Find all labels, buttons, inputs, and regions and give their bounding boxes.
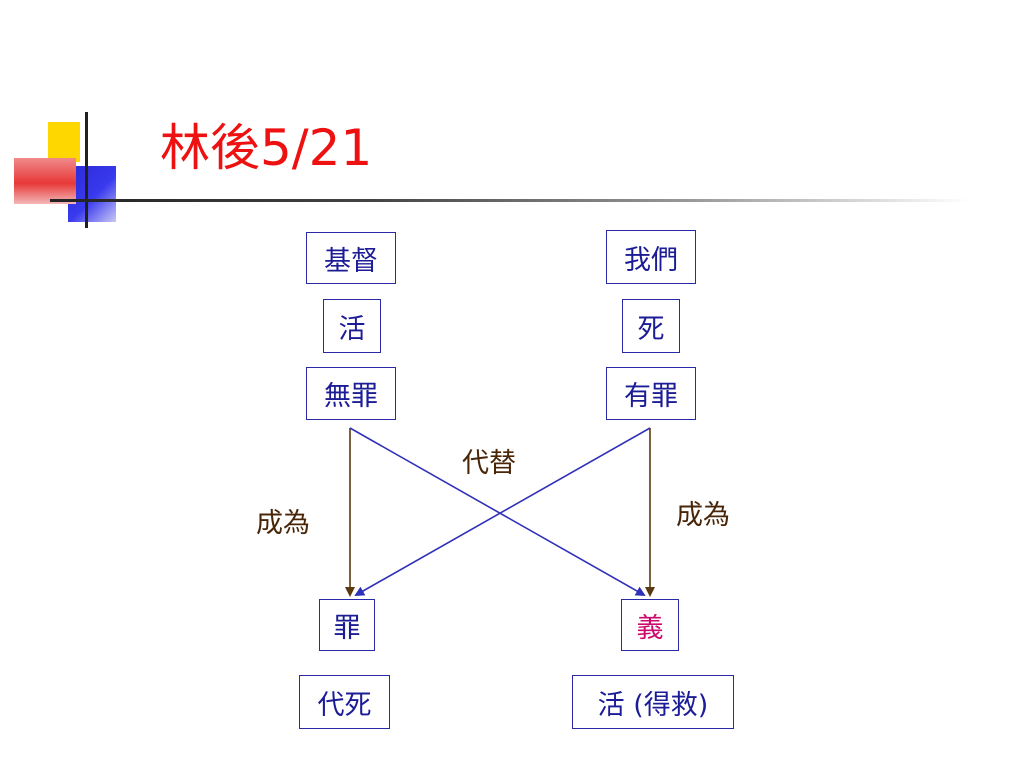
blue-square-decoration bbox=[68, 166, 116, 222]
box-alive: 活 bbox=[323, 299, 381, 353]
label-left-become: 成為 bbox=[256, 508, 310, 539]
box-dead: 死 bbox=[622, 299, 680, 353]
box-die-for: 代死 bbox=[299, 675, 390, 729]
box-christ: 基督 bbox=[306, 232, 396, 284]
cross-arrow-left-to-right bbox=[349, 427, 646, 596]
box-we: 我們 bbox=[606, 230, 696, 284]
box-live-saved: 活 (得救) bbox=[572, 675, 734, 729]
box-sinless: 無罪 bbox=[306, 367, 396, 420]
box-sin: 罪 bbox=[319, 599, 375, 651]
title-underline bbox=[50, 199, 970, 202]
vertical-rule-decoration bbox=[85, 112, 88, 228]
cross-arrow-right-to-left bbox=[354, 427, 651, 596]
box-righteousness: 義 bbox=[621, 599, 679, 651]
box-guilty: 有罪 bbox=[606, 367, 696, 420]
slide-title: 林後5/21 bbox=[160, 119, 373, 177]
label-substitute: 代替 bbox=[462, 448, 516, 479]
red-square-decoration bbox=[14, 158, 76, 204]
label-right-become: 成為 bbox=[676, 500, 730, 531]
yellow-square-decoration bbox=[48, 122, 80, 162]
